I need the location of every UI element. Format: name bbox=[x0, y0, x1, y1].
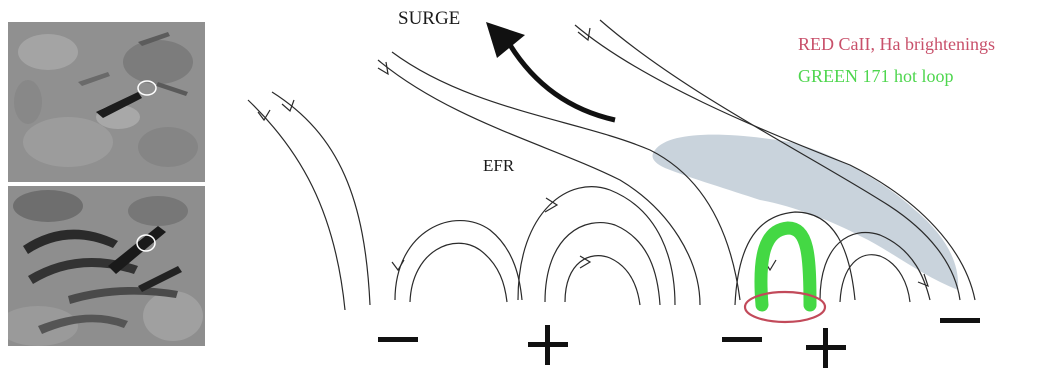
arrow-mark-4 bbox=[578, 28, 590, 40]
field-line-loop-5 bbox=[565, 256, 640, 305]
arrow-mark-2 bbox=[282, 100, 294, 111]
surge-label: SURGE bbox=[398, 8, 460, 30]
polarity-minus-3 bbox=[940, 318, 980, 323]
field-line-loop-4 bbox=[545, 223, 660, 305]
field-line-loop-2 bbox=[410, 243, 507, 302]
polarity-minus-2 bbox=[722, 337, 762, 342]
legend-green-text: GREEN 171 hot loop bbox=[798, 66, 954, 87]
polarity-plus-2 bbox=[806, 328, 846, 368]
field-line-open-2 bbox=[272, 92, 370, 305]
polarity-plus-1 bbox=[528, 325, 568, 365]
field-line-loop-1 bbox=[395, 221, 522, 300]
legend-red-text: RED CaII, Ha brightenings bbox=[798, 34, 995, 55]
field-line-open-3 bbox=[378, 60, 700, 305]
field-line-loop-7 bbox=[840, 255, 910, 302]
efr-label: EFR bbox=[483, 156, 514, 176]
polarity-minus-1 bbox=[378, 337, 418, 342]
field-line-open-1 bbox=[248, 100, 345, 310]
surge-arrowhead bbox=[486, 22, 525, 58]
surge-arrow bbox=[510, 45, 615, 120]
